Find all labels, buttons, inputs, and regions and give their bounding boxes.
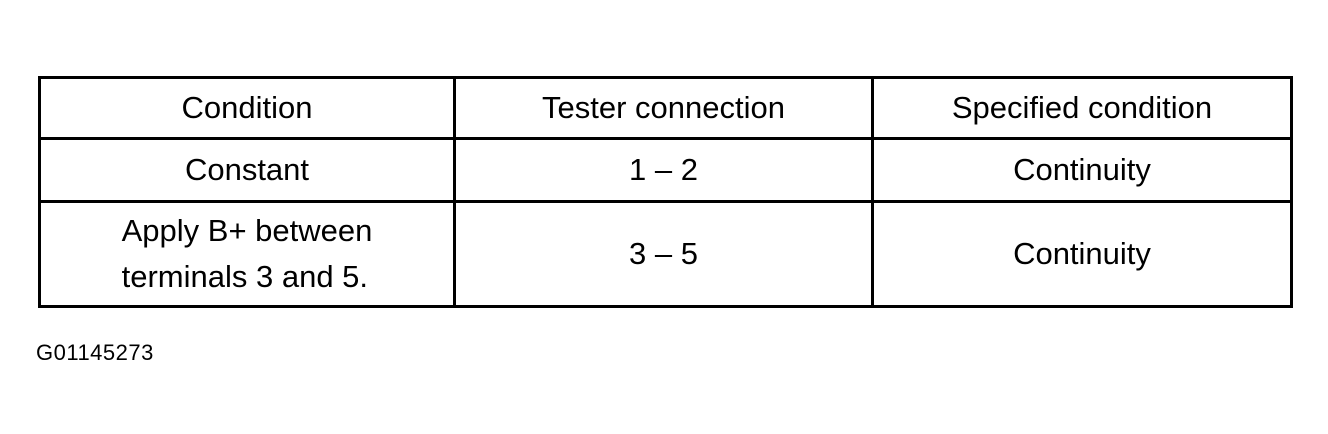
table-row: Constant 1 – 2 Continuity <box>38 137 1293 203</box>
specified-condition-cell: Continuity <box>871 200 1293 308</box>
header-condition: Condition <box>38 76 456 140</box>
tester-connection-cell: 1 – 2 <box>453 137 874 203</box>
header-tester-connection: Tester connection <box>453 76 874 140</box>
specification-table: Condition Tester connection Specified co… <box>38 76 1293 308</box>
condition-cell: Apply B+ between terminals 3 and 5. <box>38 200 456 308</box>
condition-text: Apply B+ between terminals 3 and 5. <box>122 208 373 300</box>
table-header-row: Condition Tester connection Specified co… <box>38 76 1293 140</box>
figure-id: G01145273 <box>36 340 154 365</box>
specified-condition-cell: Continuity <box>871 137 1293 203</box>
condition-line: terminals 3 and 5. <box>121 259 369 294</box>
header-specified-condition: Specified condition <box>871 76 1293 140</box>
tester-connection-cell: 3 – 5 <box>453 200 874 308</box>
table-row: Apply B+ between terminals 3 and 5. 3 – … <box>38 200 1293 308</box>
condition-line: Apply B+ between <box>121 213 373 248</box>
condition-cell: Constant <box>38 137 456 203</box>
